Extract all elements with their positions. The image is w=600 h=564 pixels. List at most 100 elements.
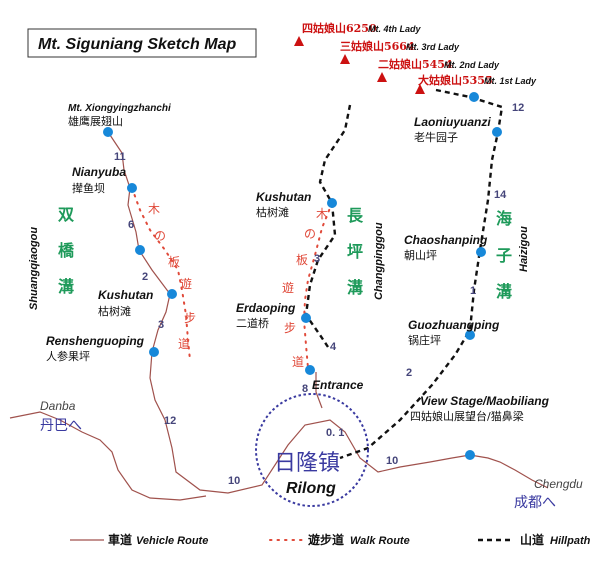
label-chaoshan-en: Chaoshanping: [404, 233, 488, 247]
valley-shuangqiao-cn-1: 双: [58, 205, 74, 224]
town-name-en: Rilong: [286, 480, 336, 497]
peak-marker-4th: [294, 36, 304, 46]
walk-mid-char-2: の: [304, 227, 316, 241]
distance-3: 3: [158, 319, 164, 331]
hill-haizi: [339, 88, 504, 460]
label-laoniu-en: Laoniuyuanzi: [414, 115, 491, 129]
node-viewstage[interactable]: [465, 450, 475, 460]
label-nianyuba-cn: 撵鱼坝: [72, 181, 105, 195]
direction-labels: Danba 丹巴へ Chengdu 成都へ: [40, 399, 583, 511]
walk-mid: [302, 202, 333, 369]
peak-1st-en: Mt. 1st Lady: [484, 76, 537, 86]
peak-4th-en: Mt. 4th Lady: [368, 24, 421, 34]
distance-14: 14: [494, 189, 507, 201]
peak-2nd-en: Mt. 2nd Lady: [444, 60, 500, 70]
walk-left-char-4: 遊: [180, 276, 192, 291]
peak-3rd-en: Mt. 3rd Lady: [406, 42, 460, 52]
town-rilong: 日隆镇 Rilong: [255, 393, 369, 507]
valley-haizi-en: Haizigou: [518, 226, 530, 272]
legend-hill-cn: 山道: [520, 532, 544, 547]
node-guozhuang[interactable]: [465, 330, 475, 340]
distance-11: 11: [114, 151, 126, 163]
road-shuangqiao: [107, 131, 471, 494]
legend-walk-cn: 遊步道: [308, 532, 344, 547]
valley-changping-cn-1: 長: [347, 206, 364, 225]
distance-1: 1: [470, 285, 476, 297]
direction-chengdu-en: Chengdu: [534, 477, 583, 491]
title-box: [27, 28, 257, 58]
distance-2: 2: [142, 271, 148, 283]
peak-marker-1st: [415, 84, 425, 94]
distance-3-mid: 3: [314, 253, 320, 265]
legend: 車道 Vehicle Route 遊步道 Walk Route 山道 Hillp…: [108, 532, 591, 547]
label-erdaoping-en: Erdaoping: [236, 301, 296, 315]
peak-4th-cn: 四姑娘山6250: [302, 21, 377, 35]
direction-danba-en: Danba: [40, 399, 76, 413]
walk-left-char-6: 道: [178, 337, 190, 351]
legend-hill-en: Hillpath: [550, 535, 591, 547]
legend-vehicle-en: Vehicle Route: [136, 535, 208, 547]
label-viewstage-cn: 四姑娘山展望台/猫鼻梁: [410, 409, 524, 423]
distance-labels: 11 6 2 3 12 3 4 8 0. 1 10 10 12 14 1 2: [114, 102, 524, 487]
walk-left-char-2: の: [154, 229, 166, 243]
valley-shuangqiao-cn-3: 溝: [58, 277, 74, 296]
node-xiongying[interactable]: [103, 127, 113, 137]
peaks: 四姑娘山6250 Mt. 4th Lady 三姑娘山5664 Mt. 3rd L…: [294, 21, 537, 94]
label-laoniu-cn: 老牛园子: [414, 130, 458, 144]
distance-0-1: 0. 1: [326, 427, 344, 439]
node-laoniu[interactable]: [492, 127, 502, 137]
label-viewstage-en: View Stage/Maobiliang: [420, 394, 550, 408]
label-xiongying-en: Mt. Xiongyingzhanchi: [68, 103, 171, 114]
label-renshen-en: Renshenguoping: [46, 334, 145, 348]
label-nianyuba-en: Nianyuba: [72, 165, 126, 179]
label-entrance-en: Entrance: [312, 378, 364, 392]
legend-walk-en: Walk Route: [350, 535, 410, 547]
node-kushutan-mid[interactable]: [327, 198, 337, 208]
label-kushutan-left-en: Kushutan: [98, 288, 153, 302]
walk-left-char-5: 步: [184, 311, 196, 325]
valley-changping-cn-3: 溝: [347, 278, 363, 297]
walk-mid-char-1: 木: [316, 207, 328, 221]
legend-vehicle-cn: 車道: [108, 532, 132, 547]
peak-marker-2nd: [377, 72, 387, 82]
valley-haizi-cn-1: 海: [496, 209, 512, 228]
valley-changping-cn-2: 坪: [347, 242, 363, 261]
walk-mid-char-3: 板: [296, 253, 308, 267]
peak-1st-cn: 大姑娘山5355: [418, 73, 493, 87]
road-danba: [9, 411, 207, 501]
valley-shuangqiao-cn-2: 橋: [58, 241, 75, 260]
walk-mid-char-6: 道: [292, 355, 304, 369]
label-renshen-cn: 人参果坪: [46, 349, 90, 363]
walk-mid-char-4: 遊: [282, 280, 294, 295]
walk-left-char-1: 木: [148, 202, 160, 216]
valley-changping-en: Changpinggou: [373, 222, 385, 300]
road-chengdu: [469, 454, 549, 489]
walk-routes: [131, 187, 333, 541]
valley-labels: 双 橋 溝 Shuangqiaogou 長 坪 溝 Changpinggou 海…: [28, 205, 530, 310]
node-renshen[interactable]: [149, 347, 159, 357]
location-nodes: [103, 92, 502, 460]
map-title: Mt. Siguniang Sketch Map: [27, 28, 257, 58]
label-kushutan-left-cn: 枯树滩: [98, 304, 131, 318]
node-shuangqiao-mid[interactable]: [135, 245, 145, 255]
node-hill-top[interactable]: [469, 92, 479, 102]
distance-10-right: 10: [386, 455, 398, 467]
node-chaoshan[interactable]: [476, 247, 486, 257]
walk-left: [131, 187, 191, 361]
hill-changping: [304, 104, 352, 351]
distance-8: 8: [302, 383, 308, 395]
valley-haizi-cn-3: 溝: [496, 282, 512, 301]
distance-2-right: 2: [406, 367, 412, 379]
peak-3rd-cn: 三姑娘山5664: [340, 39, 415, 53]
peak-2nd-cn: 二姑娘山5454: [378, 57, 453, 71]
node-entrance[interactable]: [305, 365, 315, 375]
node-erdaoping[interactable]: [301, 313, 311, 323]
node-kushutan-left[interactable]: [167, 289, 177, 299]
node-nianyuba[interactable]: [127, 183, 137, 193]
label-erdaoping-cn: 二道桥: [236, 316, 269, 330]
label-kushutan-mid-en: Kushutan: [256, 190, 311, 204]
distance-12-left: 12: [164, 415, 176, 427]
valley-haizi-cn-2: 子: [496, 246, 512, 265]
road-entrance: [315, 372, 323, 409]
label-kushutan-mid-cn: 枯树滩: [256, 205, 289, 219]
